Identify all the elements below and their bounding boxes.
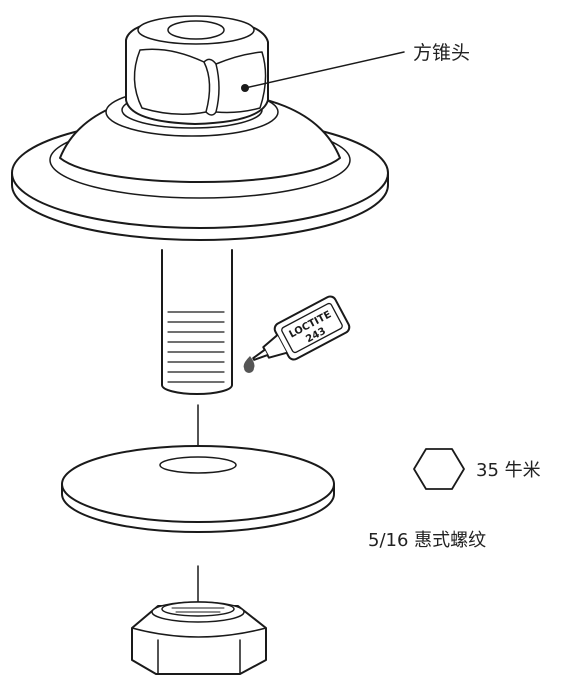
cone-head-leader [244, 51, 405, 89]
hex-nut [131, 601, 267, 675]
threaded-shaft [161, 249, 233, 395]
washer [61, 445, 335, 533]
torque-label: 35 牛米 [476, 460, 541, 481]
thread-lines [167, 311, 225, 383]
cone-head [125, 15, 269, 125]
hexagon-icon [413, 448, 465, 490]
cone-head-leader-dot [241, 84, 249, 92]
thread-label: 5/16 惠式螺纹 [368, 530, 487, 551]
cone-head-label: 方锥头 [413, 42, 471, 64]
loctite-drop [243, 356, 255, 373]
loctite-bottle: LOCTITE 243 [252, 295, 351, 361]
